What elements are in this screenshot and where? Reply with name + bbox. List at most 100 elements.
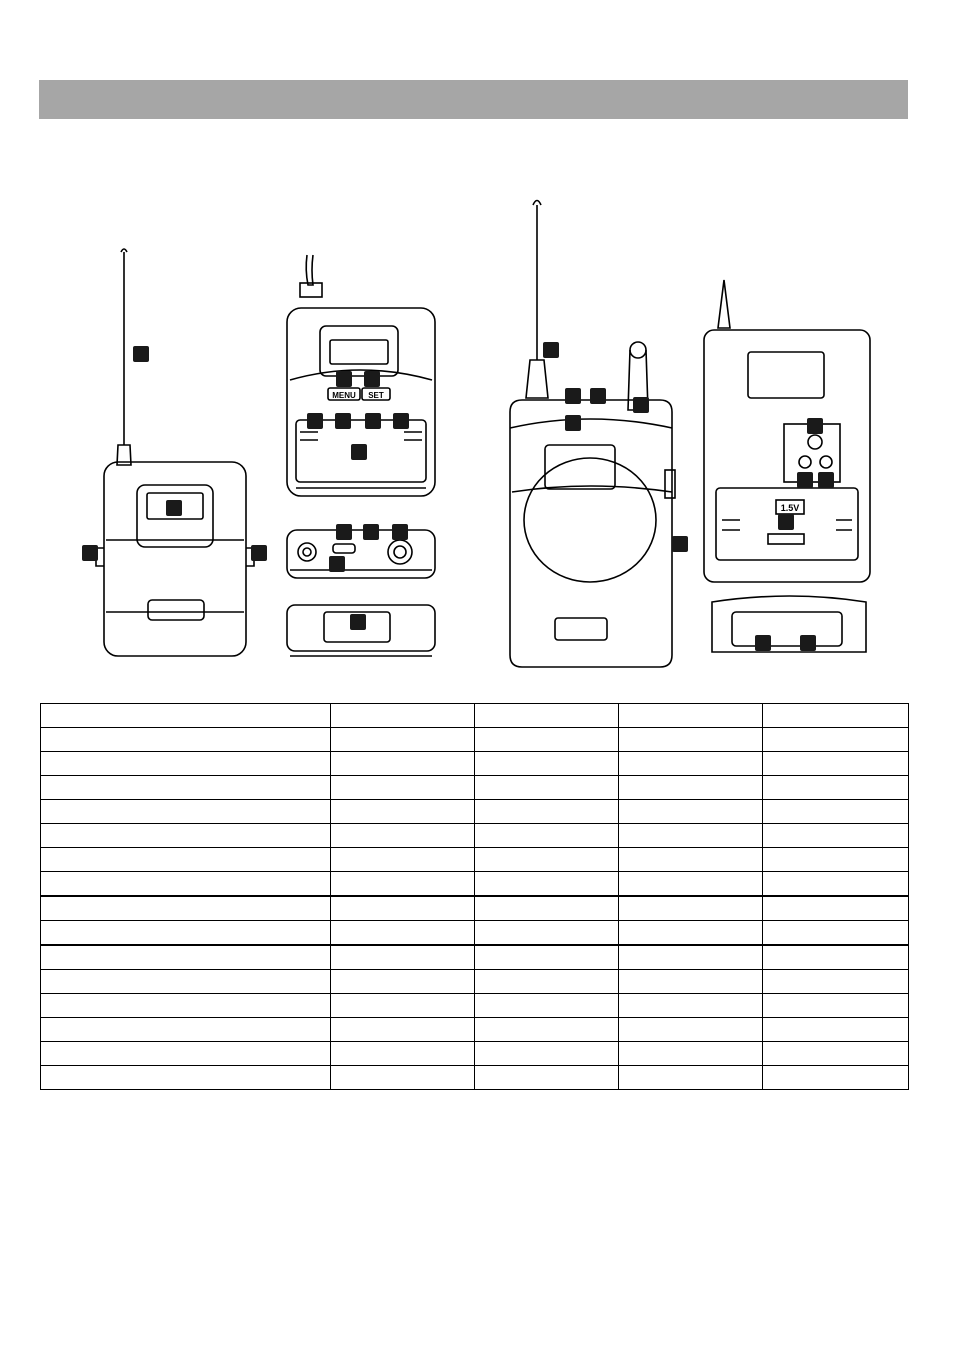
- table-row: [40, 751, 909, 776]
- table-cell: [762, 944, 909, 970]
- table-cell: [618, 1017, 763, 1042]
- table-cell: [40, 823, 331, 848]
- table-cell: [330, 703, 475, 728]
- callout-marker: [351, 444, 367, 460]
- table-cell: [618, 823, 763, 848]
- table-cell: [474, 871, 619, 897]
- back-display: [747, 351, 825, 399]
- large-bodypack-back-view: 1.5V: [703, 279, 871, 583]
- back-battery-bay: [715, 487, 859, 561]
- table-cell: [474, 847, 619, 872]
- bodypack-back-view: MENU SET: [286, 254, 436, 497]
- large-display: [544, 444, 616, 490]
- table-cell: [762, 847, 909, 872]
- table-row: [40, 727, 909, 752]
- table-row: [40, 871, 909, 897]
- table-cell: [618, 751, 763, 776]
- callout-marker: [800, 635, 816, 651]
- table-cell: [330, 895, 475, 921]
- transmitter-diagram: MENU SET: [82, 199, 871, 668]
- large-logo-plate: [554, 617, 608, 641]
- table-cell: [330, 944, 475, 970]
- table-cell: [762, 775, 909, 800]
- table-cell: [474, 1041, 619, 1066]
- callout-marker: [797, 472, 813, 488]
- table-cell: [40, 775, 331, 800]
- large-bodypack-bottom-view: [711, 595, 867, 653]
- table-cell: [330, 1017, 475, 1042]
- table-cell: [474, 1065, 619, 1090]
- table-cell: [40, 895, 331, 921]
- antenna-stub: [305, 254, 314, 286]
- table-cell: [474, 823, 619, 848]
- front-oval: [523, 457, 657, 583]
- callout-marker: [363, 524, 379, 540]
- battery-bay: [295, 419, 427, 483]
- table-cell: [40, 1017, 331, 1042]
- table-cell: [762, 727, 909, 752]
- table-row: [40, 775, 909, 800]
- back-antenna-stub: [717, 279, 731, 329]
- table-cell: [330, 993, 475, 1018]
- callout-marker: [251, 545, 267, 561]
- table-cell: [762, 993, 909, 1018]
- antenna: [116, 248, 132, 466]
- mic-connector: [387, 539, 413, 565]
- table-cell: [40, 969, 331, 994]
- display-window: [136, 484, 214, 548]
- lcd-display: [329, 339, 389, 365]
- callout-marker: [365, 413, 381, 429]
- table-row: [40, 847, 909, 872]
- table-row: [40, 969, 909, 994]
- table-cell: [474, 944, 619, 970]
- logo-plate: [147, 599, 205, 621]
- callout-marker: [364, 371, 380, 387]
- table-row: [40, 895, 909, 921]
- table-cell: [330, 799, 475, 824]
- callout-marker: [166, 500, 182, 516]
- table-cell: [40, 920, 331, 946]
- table-cell: [618, 895, 763, 921]
- table-row: [40, 1017, 909, 1042]
- table-cell: [618, 1065, 763, 1090]
- table-cell: [474, 969, 619, 994]
- table-cell: [762, 799, 909, 824]
- callout-marker: [336, 524, 352, 540]
- callout-marker: [307, 413, 323, 429]
- callout-marker: [133, 346, 149, 362]
- battery-voltage-label: 1.5V: [781, 503, 800, 513]
- callout-markers: [82, 342, 834, 651]
- callout-marker: [755, 635, 771, 651]
- spec-table: [40, 703, 909, 1090]
- callout-marker: [818, 472, 834, 488]
- table-cell: [40, 1041, 331, 1066]
- table-cell: [330, 1065, 475, 1090]
- table-cell: [762, 871, 909, 897]
- table-row: [40, 799, 909, 824]
- table-row: [40, 1041, 909, 1066]
- table-cell: [40, 799, 331, 824]
- menu-label: MENU: [332, 391, 356, 400]
- callout-marker: [590, 388, 606, 404]
- table-cell: [618, 799, 763, 824]
- table-cell: [40, 1065, 331, 1090]
- table-cell: [618, 920, 763, 946]
- table-cell: [618, 775, 763, 800]
- table-cell: [330, 847, 475, 872]
- table-cell: [618, 969, 763, 994]
- table-cell: [40, 847, 331, 872]
- table-cell: [330, 969, 475, 994]
- callout-marker: [336, 371, 352, 387]
- table-cell: [762, 1041, 909, 1066]
- menu-button: [327, 387, 361, 401]
- table-cell: [40, 993, 331, 1018]
- callout-marker: [807, 418, 823, 434]
- table-cell: [474, 993, 619, 1018]
- table-cell: [618, 944, 763, 970]
- table-cell: [618, 993, 763, 1018]
- table-cell: [474, 703, 619, 728]
- callout-marker: [633, 397, 649, 413]
- callout-marker: [393, 413, 409, 429]
- bodypack-body: [103, 461, 247, 657]
- bodypack-front-view: [95, 248, 255, 657]
